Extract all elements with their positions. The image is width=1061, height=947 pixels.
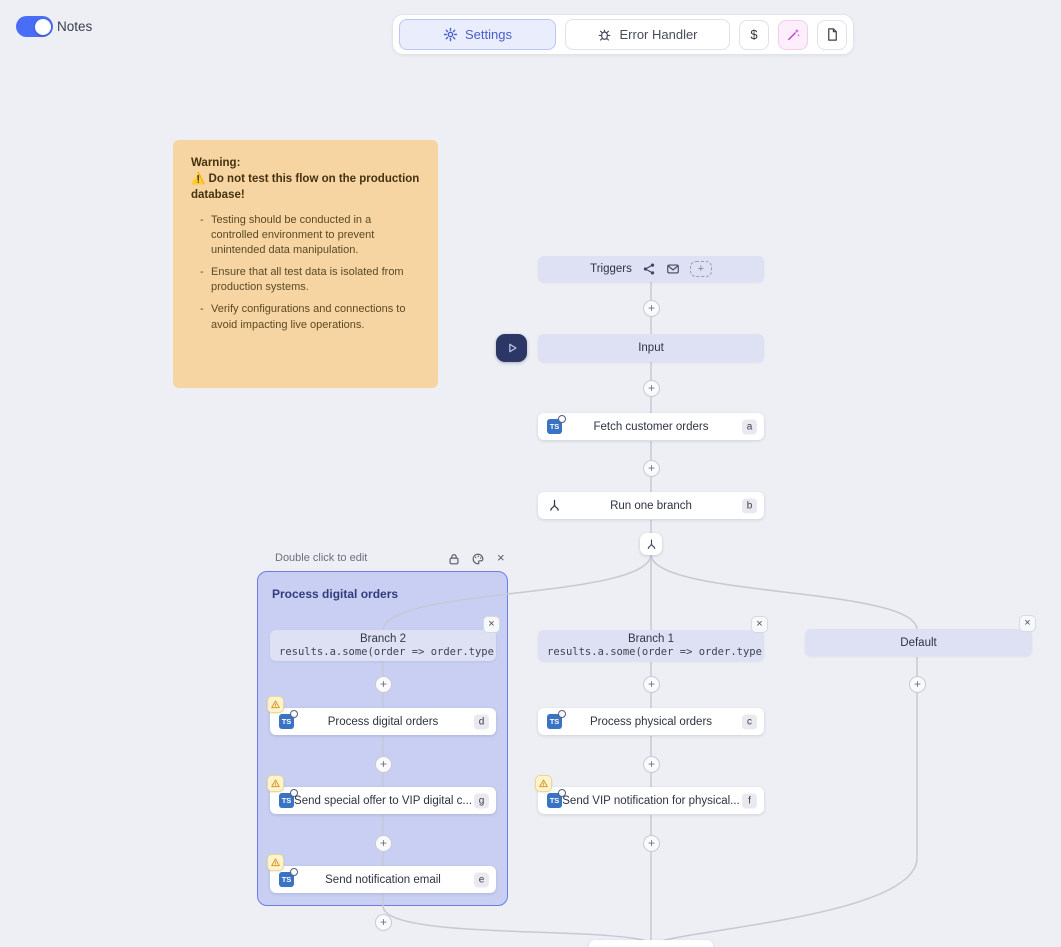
add-node-button[interactable]: + (375, 676, 392, 693)
warning-icon (271, 779, 280, 788)
shortcut-badge: d (474, 714, 489, 729)
magic-wand-icon (787, 28, 800, 41)
input-label: Input (638, 342, 664, 354)
add-node-button[interactable]: + (375, 756, 392, 773)
group-edit-hint: Double click to edit (275, 552, 368, 564)
warning-badge[interactable] (267, 775, 284, 792)
add-node-button[interactable]: + (375, 914, 392, 931)
node-label: Process digital orders (327, 715, 439, 728)
typescript-icon: TS (547, 415, 566, 434)
group-process-digital-orders[interactable]: Process digital orders (257, 571, 508, 906)
play-icon (508, 343, 517, 353)
bug-icon (599, 29, 611, 41)
branch-split-node[interactable] (640, 533, 662, 555)
add-node-button[interactable]: + (643, 300, 660, 317)
toggle-knob (34, 18, 51, 35)
typescript-icon: TS (279, 789, 298, 808)
shortcut-badge: c (742, 714, 757, 729)
add-node-button[interactable]: + (643, 380, 660, 397)
close-group-icon[interactable]: × (497, 550, 505, 565)
palette-icon[interactable] (471, 552, 485, 566)
shortcut-badge: a (742, 419, 757, 434)
node-label: Send special offer to VIP digital c... (294, 794, 472, 807)
merge-node-partial[interactable] (589, 940, 713, 947)
note-bullet: Verify configurations and connections to… (200, 302, 420, 332)
dollar-label: $ (750, 27, 758, 42)
close-default-button[interactable]: × (1019, 615, 1036, 632)
add-node-button[interactable]: + (643, 835, 660, 852)
add-node-button[interactable]: + (643, 676, 660, 693)
warning-icon (271, 700, 280, 709)
webhook-icon (643, 263, 655, 275)
default-branch-node[interactable]: Default (805, 629, 1032, 656)
triggers-node[interactable]: Triggers + (538, 256, 764, 282)
node-send-notification-email[interactable]: TS Send notification email e (270, 866, 496, 893)
settings-label: Settings (465, 27, 512, 42)
node-send-vip-notification[interactable]: TS Send VIP notification for physical...… (538, 787, 764, 814)
note-title: Warning: (191, 157, 241, 169)
branch1-label: Branch 1 (627, 633, 675, 645)
branch2-node[interactable]: Branch 2 results.a.some(order => order.t… (270, 630, 496, 661)
note-bullet: Ensure that all test data is isolated fr… (200, 265, 420, 295)
default-label: Default (900, 636, 937, 649)
warning-icon (271, 858, 280, 867)
warning-badge[interactable] (535, 775, 552, 792)
node-label: Send VIP notification for physical... (562, 794, 740, 807)
sticky-note[interactable]: Warning: ⚠️ Do not test this flow on the… (173, 140, 438, 388)
toolbar: Settings Error Handler $ (392, 14, 854, 55)
gear-icon (443, 27, 458, 42)
node-process-digital-orders[interactable]: TS Process digital orders d (270, 708, 496, 735)
notes-label: Notes (57, 19, 93, 34)
error-handler-button[interactable]: Error Handler (565, 19, 730, 50)
settings-button[interactable]: Settings (399, 19, 556, 50)
email-icon (667, 264, 679, 274)
typescript-icon: TS (279, 868, 298, 887)
add-node-button[interactable]: + (643, 460, 660, 477)
triggers-label: Triggers (590, 263, 632, 275)
node-label: Send notification email (325, 873, 441, 886)
add-node-button[interactable]: + (909, 676, 926, 693)
document-button[interactable] (817, 19, 847, 50)
node-fetch-customer-orders[interactable]: TS Fetch customer orders a (538, 413, 764, 440)
warning-icon (539, 779, 548, 788)
shortcut-badge: e (474, 872, 489, 887)
node-label: Process physical orders (589, 715, 713, 728)
add-node-button[interactable]: + (375, 835, 392, 852)
note-warning-line: ⚠️ Do not test this flow on the producti… (191, 172, 420, 201)
close-branch1-button[interactable]: × (751, 616, 768, 633)
node-label: Run one branch (610, 499, 692, 512)
typescript-icon: TS (279, 710, 298, 729)
node-process-physical-orders[interactable]: TS Process physical orders c (538, 708, 764, 735)
node-send-special-offer[interactable]: TS Send special offer to VIP digital c..… (270, 787, 496, 814)
run-flow-button[interactable] (496, 334, 527, 362)
error-handler-label: Error Handler (619, 27, 698, 42)
input-node[interactable]: Input (538, 334, 764, 362)
branch1-condition-code: results.a.some(order => order.type (547, 646, 762, 658)
shortcut-badge: f (742, 793, 757, 808)
warning-badge[interactable] (267, 696, 284, 713)
warning-badge[interactable] (267, 854, 284, 871)
branch-icon (550, 499, 559, 511)
group-title: Process digital orders (272, 587, 399, 601)
magic-wand-button[interactable] (778, 19, 808, 50)
node-run-one-branch[interactable]: Run one branch b (538, 492, 764, 519)
document-icon (827, 28, 837, 41)
shortcut-badge: b (742, 498, 757, 513)
add-node-button[interactable]: + (643, 756, 660, 773)
split-icon (647, 538, 655, 549)
shortcut-badge: g (474, 793, 489, 808)
branch2-label: Branch 2 (359, 633, 407, 645)
dollar-button[interactable]: $ (739, 19, 769, 50)
branch1-node[interactable]: Branch 1 results.a.some(order => order.t… (538, 630, 764, 661)
note-bullet: Testing should be conducted in a control… (200, 213, 420, 259)
notes-toggle[interactable] (16, 16, 53, 37)
lock-icon[interactable] (447, 552, 461, 566)
typescript-icon: TS (547, 710, 566, 729)
close-branch2-button[interactable]: × (483, 616, 500, 633)
branch2-condition-code: results.a.some(order => order.type (279, 646, 494, 658)
node-label: Fetch customer orders (593, 420, 709, 433)
add-trigger-button[interactable]: + (689, 261, 712, 277)
typescript-icon: TS (547, 789, 566, 808)
